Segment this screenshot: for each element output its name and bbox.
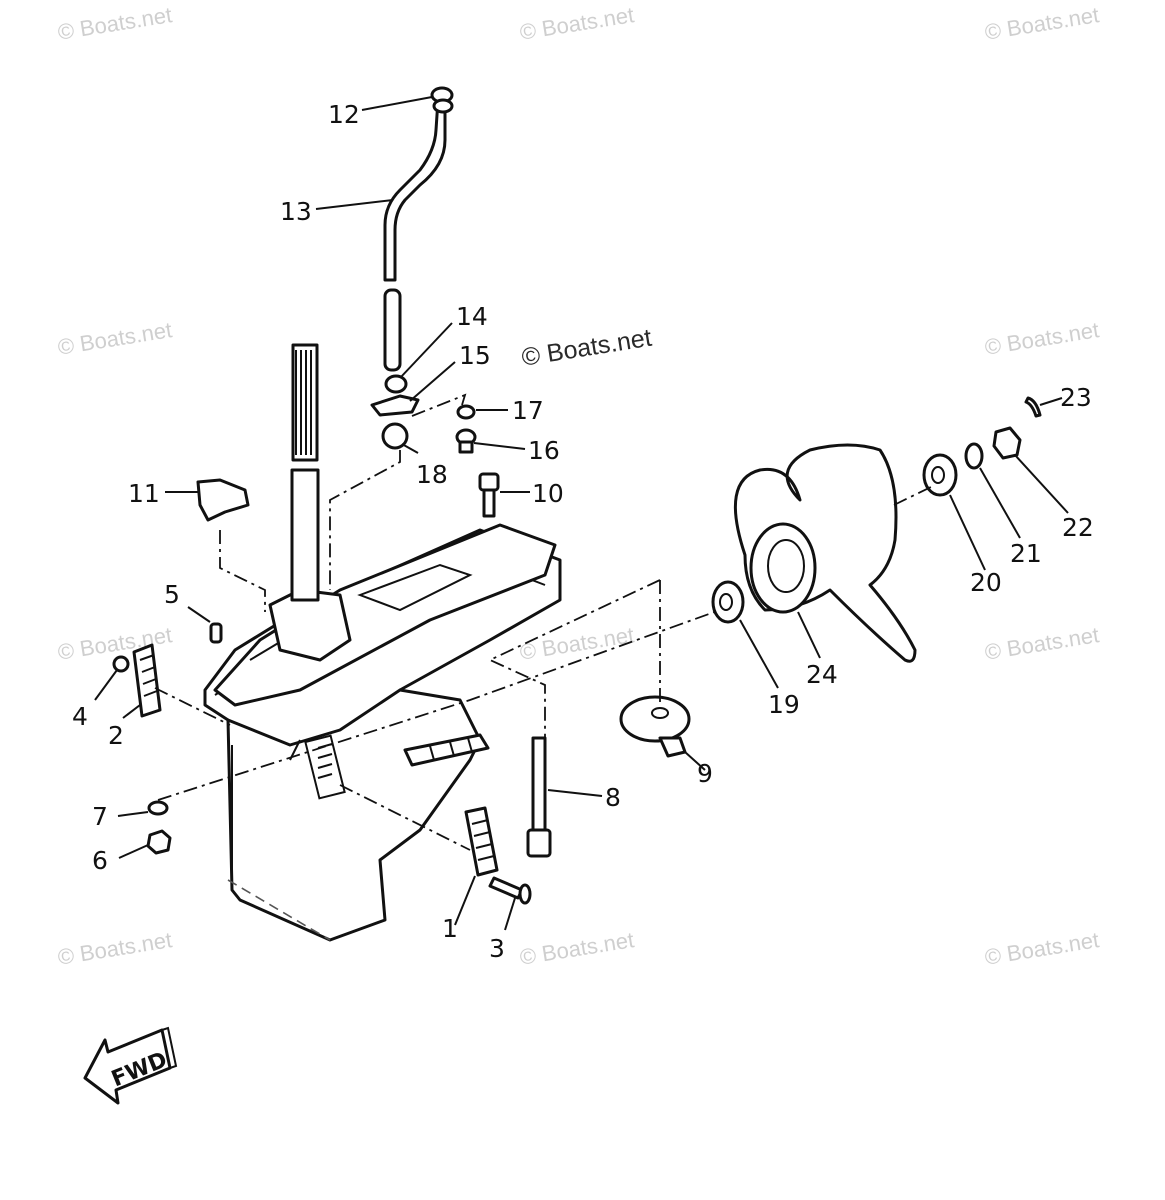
leader-lines [94, 96, 1069, 931]
callout-2: 2 [108, 721, 124, 750]
nut-6 [146, 829, 172, 855]
callout-9: 9 [697, 759, 713, 788]
grommet-18 [381, 422, 409, 450]
callout-24: 24 [806, 660, 838, 689]
bolt-8 [526, 736, 552, 858]
lower-casing [203, 523, 562, 942]
callout-15: 15 [459, 341, 491, 370]
cover-plate-1 [464, 806, 499, 877]
nut-22 [992, 426, 1022, 460]
callout-19: 19 [768, 690, 800, 719]
callout-7: 7 [92, 802, 108, 831]
washer-17 [456, 404, 476, 420]
callout-22: 22 [1062, 513, 1094, 542]
callout-23: 23 [1060, 383, 1092, 412]
seal-14 [384, 374, 408, 394]
bolt-3 [488, 876, 532, 905]
assembly-lines [154, 393, 936, 851]
fwd-arrow: FWD [83, 1026, 178, 1105]
callout-12: 12 [328, 100, 360, 129]
callout-16: 16 [528, 436, 560, 465]
bolt-10 [478, 472, 500, 518]
dowel-pin-5 [209, 622, 223, 644]
callout-8: 8 [605, 783, 621, 812]
washer-7 [147, 800, 169, 816]
water-tube [383, 98, 447, 372]
callout-21: 21 [1010, 539, 1042, 568]
washer-21 [964, 442, 984, 470]
cotter-pin-23 [1024, 396, 1042, 418]
callout-6: 6 [92, 846, 108, 875]
callout-14: 14 [456, 302, 488, 331]
callout-4: 4 [72, 702, 88, 731]
callout-18: 18 [416, 460, 448, 489]
thrust-washer-19 [711, 580, 745, 624]
callout-10: 10 [532, 479, 564, 508]
callout-5: 5 [164, 580, 180, 609]
callout-11: 11 [128, 479, 160, 508]
anode-11 [196, 478, 250, 522]
callout-1: 1 [442, 914, 458, 943]
cover-plate-2 [132, 643, 162, 718]
trim-tab-9 [619, 695, 691, 758]
screw-4 [112, 655, 130, 673]
callout-numbers: 1 2 3 4 5 6 7 8 9 10 11 12 13 14 15 16 1… [72, 100, 1094, 963]
water-pump-assembly [268, 343, 352, 662]
plate-15 [370, 394, 420, 417]
callout-3: 3 [489, 934, 505, 963]
grommet-12 [430, 86, 454, 114]
bolt-16 [455, 428, 477, 454]
callout-20: 20 [970, 568, 1002, 597]
propeller-24 [733, 443, 917, 663]
callout-17: 17 [512, 396, 544, 425]
spacer-20 [922, 453, 958, 497]
callout-13: 13 [280, 197, 312, 226]
